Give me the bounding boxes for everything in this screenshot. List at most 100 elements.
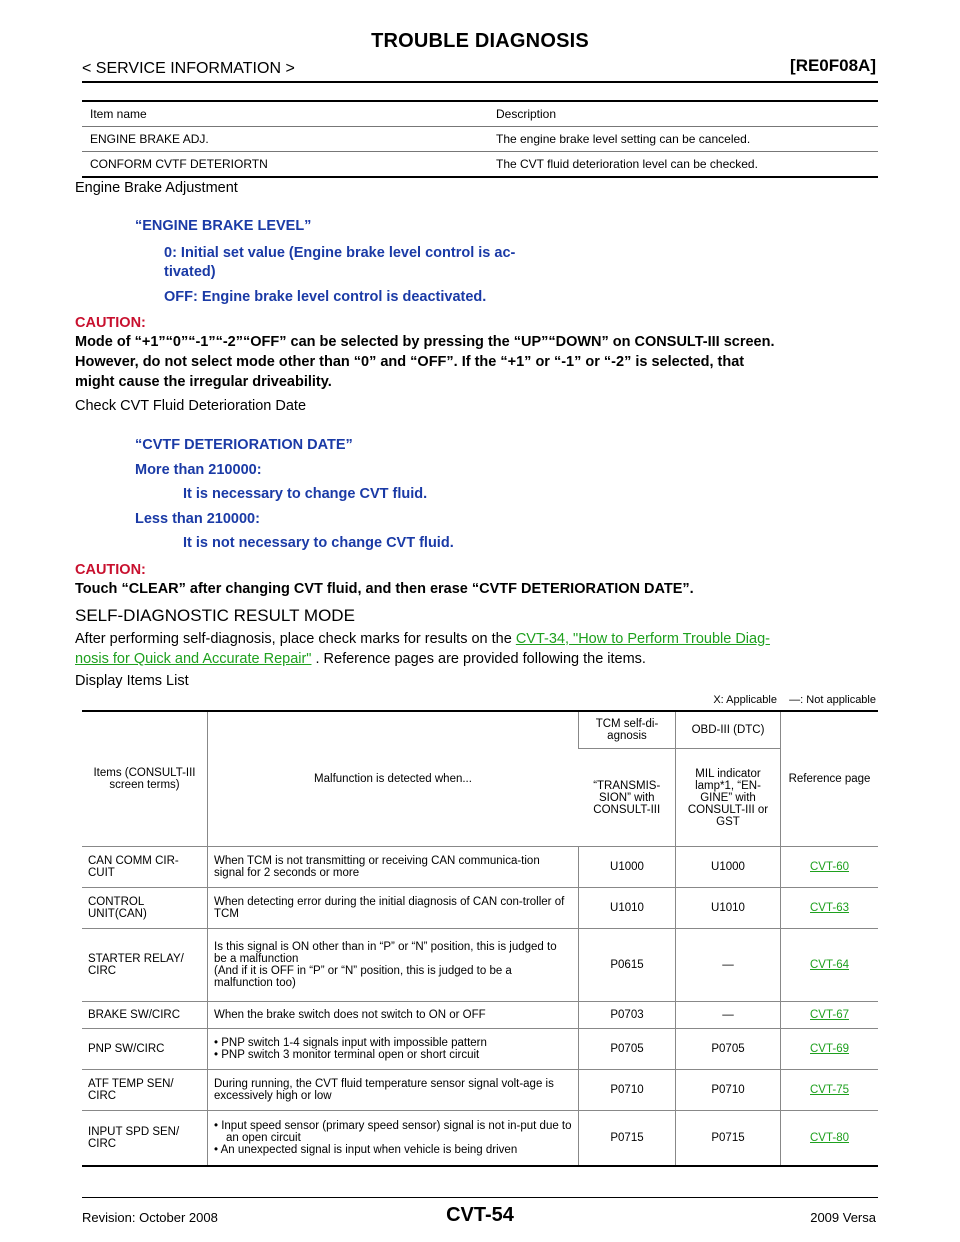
- malfunction-cell: When the brake switch does not switch to…: [207, 1001, 579, 1029]
- items-table: Item name Description ENGINE BRAKE ADJ. …: [82, 100, 878, 178]
- header-transmission: “TRANSMIS-SION” with CONSULT-III: [578, 748, 676, 847]
- header-rule: [82, 81, 878, 83]
- table-row: INPUT SPD SEN/ CIRC • Input speed sensor…: [82, 1110, 878, 1167]
- page-title: TROUBLE DIAGNOSIS: [371, 30, 589, 52]
- tcm-cell: U1010: [578, 887, 676, 929]
- item-cell: STARTER RELAY/ CIRC: [82, 928, 208, 1002]
- header-malfunction: Malfunction is detected when...: [207, 710, 579, 847]
- obd-cell: U1000: [675, 846, 781, 888]
- reference-link[interactable]: CVT-75: [810, 1084, 849, 1096]
- caution-line-1: Mode of “+1”“0”“-1”“-2”“OFF” can be sele…: [75, 334, 775, 350]
- caution-line-2: However, do not select mode other than “…: [75, 354, 745, 370]
- engine-brake-label: “ENGINE BRAKE LEVEL”: [135, 218, 312, 234]
- obd-cell: U1010: [675, 887, 781, 929]
- table-header-row: “TRANSMIS-SION” with CONSULT-III MIL ind…: [82, 748, 878, 847]
- table-row: CONFORM CVTF DETERIORTN The CVT fluid de…: [82, 151, 878, 178]
- item-cell: PNP SW/CIRC: [82, 1028, 208, 1070]
- malfunction-line: Is this signal is ON other than in “P” o…: [214, 941, 557, 965]
- description-cell: The CVT fluid deterioration level can be…: [488, 151, 878, 178]
- table-row: CAN COMM CIR-CUIT When TCM is not transm…: [82, 846, 878, 888]
- header-mil-indicator: MIL indicator lamp*1, “EN-GINE” with CON…: [675, 748, 781, 847]
- how-to-perform-link-2[interactable]: nosis for Quick and Accurate Repair": [75, 651, 312, 667]
- reference-cell: CVT-69: [780, 1028, 878, 1070]
- malfunction-line: When TCM is not transmitting or receivin…: [214, 855, 540, 879]
- section-label: < SERVICE INFORMATION >: [82, 60, 295, 77]
- display-items-table: Items (CONSULT-III screen terms) Malfunc…: [82, 710, 878, 1167]
- reference-link[interactable]: CVT-63: [810, 902, 849, 914]
- malfunction-line: When detecting error during the initial …: [214, 896, 565, 920]
- malfunction-line: (And if it is OFF in “P” or “N” position…: [214, 965, 512, 989]
- obd-cell: —: [675, 1001, 781, 1029]
- obd-cell: P0705: [675, 1028, 781, 1070]
- table-row: PNP SW/CIRC • PNP switch 1-4 signals inp…: [82, 1028, 878, 1070]
- header-description: Description: [488, 100, 878, 127]
- item-cell: BRAKE SW/CIRC: [82, 1001, 208, 1029]
- item-name-cell: CONFORM CVTF DETERIORTN: [82, 151, 488, 178]
- reference-cell: CVT-63: [780, 887, 878, 929]
- reference-link[interactable]: CVT-80: [810, 1132, 849, 1144]
- item-cell: CAN COMM CIR-CUIT: [82, 846, 208, 888]
- caution-title-2: CAUTION:: [75, 562, 146, 578]
- reference-link[interactable]: CVT-60: [810, 861, 849, 873]
- reference-cell: CVT-75: [780, 1069, 878, 1111]
- self-diag-paragraph: After performing self-diagnosis, place c…: [75, 629, 885, 669]
- engine-brake-heading: Engine Brake Adjustment: [75, 180, 238, 196]
- description-cell: The engine brake level setting can be ca…: [488, 126, 878, 152]
- applicable-legend: X: Applicable —: Not applicable: [713, 694, 876, 706]
- table-row: ENGINE BRAKE ADJ. The engine brake level…: [82, 126, 878, 152]
- tcm-cell: U1000: [578, 846, 676, 888]
- engine-brake-line2: OFF: Engine brake level control is deact…: [164, 289, 487, 305]
- page-number: CVT-54: [446, 1204, 514, 1226]
- malfunction-bullet: • PNP switch 3 monitor terminal open or …: [214, 1049, 480, 1061]
- caution-text-2: Touch “CLEAR” after changing CVT fluid, …: [75, 581, 694, 597]
- header-items: Items (CONSULT-III screen terms): [82, 710, 208, 847]
- reference-cell: CVT-60: [780, 846, 878, 888]
- less-than-text: It is not necessary to change CVT fluid.: [183, 535, 454, 551]
- model-code: [RE0F08A]: [790, 56, 876, 75]
- reference-link[interactable]: CVT-64: [810, 959, 849, 971]
- malfunction-cell: Is this signal is ON other than in “P” o…: [207, 928, 579, 1002]
- header-item-name: Item name: [82, 100, 488, 127]
- table-header-row: Items (CONSULT-III screen terms) Malfunc…: [82, 710, 878, 847]
- self-diag-heading: SELF-DIAGNOSTIC RESULT MODE: [75, 606, 355, 625]
- item-cell: ATF TEMP SEN/ CIRC: [82, 1069, 208, 1111]
- how-to-perform-link-1[interactable]: CVT-34, "How to Perform Trouble Diag-: [515, 631, 770, 647]
- malfunction-bullet: • Input speed sensor (primary speed sens…: [214, 1120, 572, 1144]
- self-diag-text-after: . Reference pages are provided following…: [311, 651, 646, 667]
- malfunction-bullet: • An unexpected signal is input when veh…: [214, 1144, 518, 1156]
- tcm-cell: P0715: [578, 1110, 676, 1167]
- table-row: STARTER RELAY/ CIRC Is this signal is ON…: [82, 928, 878, 1002]
- more-than-label: More than 210000:: [135, 462, 262, 478]
- cvt-fluid-heading: Check CVT Fluid Deterioration Date: [75, 398, 307, 414]
- table-row: ATF TEMP SEN/ CIRC During running, the C…: [82, 1069, 878, 1111]
- obd-cell: —: [675, 928, 781, 1002]
- display-items-heading: Display Items List: [75, 673, 189, 689]
- tcm-cell: P0703: [578, 1001, 676, 1029]
- reference-cell: CVT-80: [780, 1110, 878, 1167]
- tcm-cell: P0615: [578, 928, 676, 1002]
- cvtf-label: “CVTF DETERIORATION DATE”: [135, 437, 353, 453]
- table-header-row: Item name Description: [82, 100, 878, 127]
- engine-brake-line1b: tivated): [164, 264, 216, 280]
- caution-line-3: might cause the irregular driveability.: [75, 374, 332, 390]
- item-name-cell: ENGINE BRAKE ADJ.: [82, 126, 488, 152]
- vehicle-model: 2009 Versa: [810, 1210, 876, 1225]
- more-than-text: It is necessary to change CVT fluid.: [183, 486, 428, 502]
- reference-cell: CVT-64: [780, 928, 878, 1002]
- tcm-cell: P0710: [578, 1069, 676, 1111]
- tcm-cell: P0705: [578, 1028, 676, 1070]
- table-row: BRAKE SW/CIRC When the brake switch does…: [82, 1001, 878, 1029]
- item-cell: INPUT SPD SEN/ CIRC: [82, 1110, 208, 1167]
- malfunction-cell: When detecting error during the initial …: [207, 887, 579, 929]
- obd-cell: P0710: [675, 1069, 781, 1111]
- malfunction-line: When the brake switch does not switch to…: [214, 1009, 486, 1021]
- header-tcm-self-diagnosis: TCM self-di-agnosis: [578, 710, 676, 749]
- caution-title: CAUTION:: [75, 315, 146, 331]
- malfunction-line: During running, the CVT fluid temperatur…: [214, 1078, 554, 1102]
- engine-brake-line1a: 0: Initial set value (Engine brake level…: [164, 245, 516, 261]
- reference-cell: CVT-67: [780, 1001, 878, 1029]
- item-cell: CONTROL UNIT(CAN): [82, 887, 208, 929]
- reference-link[interactable]: CVT-69: [810, 1043, 849, 1055]
- reference-link[interactable]: CVT-67: [810, 1009, 849, 1021]
- malfunction-cell: • PNP switch 1-4 signals input with impo…: [207, 1028, 579, 1070]
